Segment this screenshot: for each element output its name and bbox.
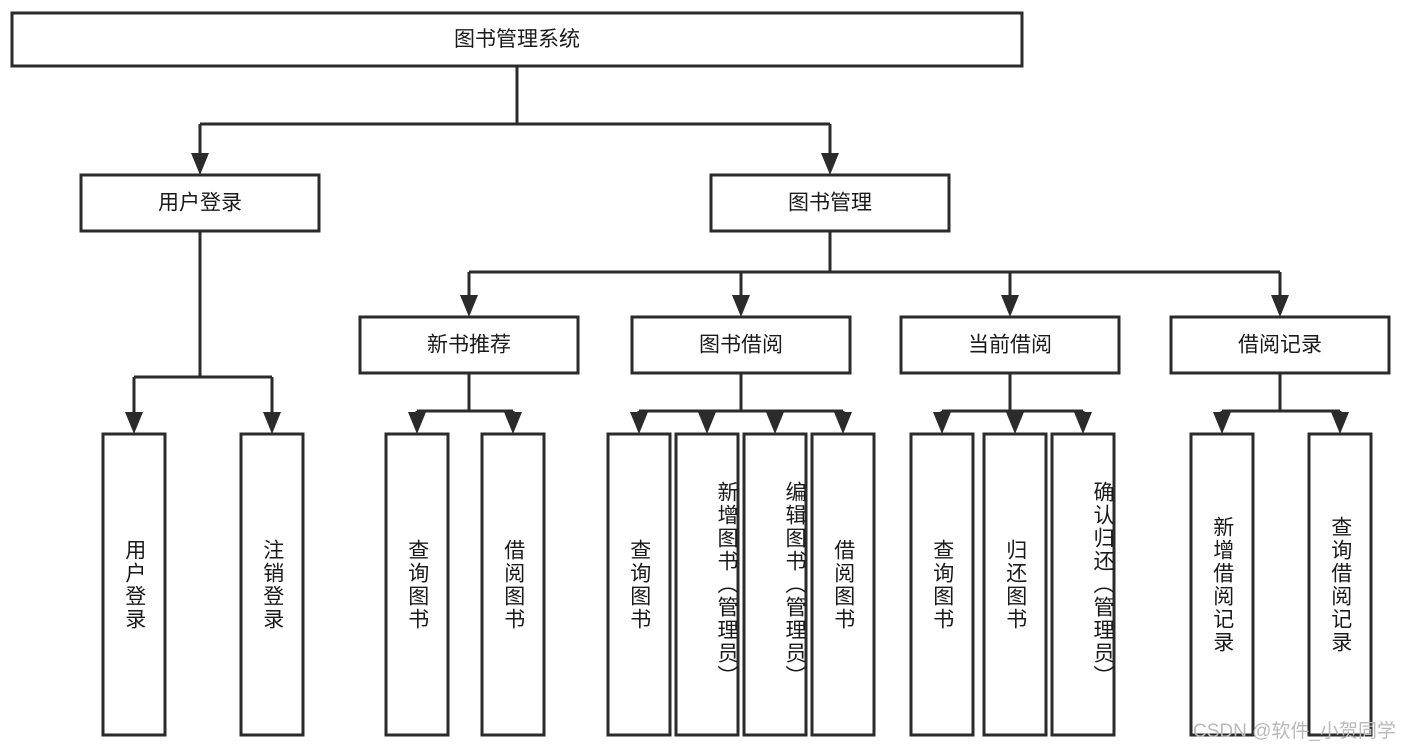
arrow-head-icon (630, 412, 648, 434)
node-box-root[interactable] (10, 11, 1024, 68)
connector-layer (125, 66, 1349, 434)
arrow-head-icon (821, 153, 839, 175)
arrow-head-icon (191, 153, 209, 175)
node-label-borrow-records: 借阅记录 (1238, 334, 1322, 357)
node-label-book-manage: 图书管理 (788, 192, 872, 215)
node-box-leaf-query-book-recommend[interactable] (384, 432, 450, 737)
node-label-current-borrow: 当前借阅 (968, 334, 1052, 357)
arrow-head-icon (1331, 412, 1349, 434)
arrow-head-icon (263, 412, 281, 434)
arrow-head-icon (933, 412, 951, 434)
node-box-leaf-add-book-admin[interactable] (674, 432, 740, 737)
arrow-head-icon (1074, 412, 1092, 434)
node-box-leaf-add-borrow-record[interactable] (1189, 432, 1255, 737)
node-label-new-book-recommend: 新书推荐 (427, 334, 511, 357)
arrow-head-icon (408, 412, 426, 434)
node-label-book-borrow: 图书借阅 (699, 334, 783, 357)
arrow-head-icon (460, 295, 478, 317)
node-box-borrow-records[interactable] (1169, 315, 1391, 375)
arrow-head-icon (1001, 295, 1019, 317)
node-box-book-manage[interactable] (709, 173, 951, 233)
node-box-new-book-recommend[interactable] (358, 315, 580, 375)
node-box-leaf-return-book[interactable] (982, 432, 1048, 737)
node-box-leaf-query-book-current[interactable] (909, 432, 975, 737)
node-box-leaf-user-login[interactable] (101, 432, 167, 737)
node-box-current-borrow[interactable] (899, 315, 1121, 375)
arrow-head-icon (125, 412, 143, 434)
node-box-leaf-logout-login[interactable] (239, 432, 305, 737)
node-box-leaf-confirm-return-admin[interactable] (1050, 432, 1116, 737)
arrow-head-icon (732, 295, 750, 317)
node-box-layer (10, 11, 1391, 737)
arrow-head-icon (504, 412, 522, 434)
arrow-head-icon (766, 412, 784, 434)
node-box-leaf-edit-book-admin[interactable] (742, 432, 808, 737)
node-label-root: 图书管理系统 (454, 28, 580, 51)
node-box-book-borrow[interactable] (630, 315, 852, 375)
node-box-leaf-borrow-book[interactable] (810, 432, 876, 737)
arrow-head-icon (698, 412, 716, 434)
arrow-head-icon (1213, 412, 1231, 434)
arrow-head-icon (1006, 412, 1024, 434)
node-box-user-login[interactable] (79, 173, 321, 233)
watermark-text: CSDN @软件_小贺同学 (1193, 721, 1396, 742)
node-box-leaf-borrow-book-recommend[interactable] (480, 432, 546, 737)
node-box-leaf-query-book-borrow[interactable] (606, 432, 672, 737)
node-label-user-login: 用户登录 (158, 192, 242, 215)
arrow-head-icon (1271, 295, 1289, 317)
node-box-leaf-query-borrow-record[interactable] (1307, 432, 1373, 737)
arrow-head-icon (834, 412, 852, 434)
